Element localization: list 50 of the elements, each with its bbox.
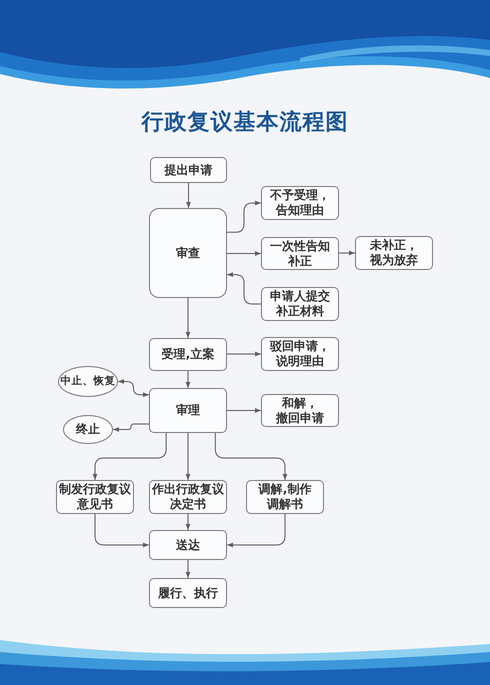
step-label: 作出行政复议决定书 [150, 482, 225, 512]
arrow [226, 200, 262, 233]
arrow [186, 560, 190, 578]
step-label: 受理,立案 [162, 347, 214, 362]
step-label: 中止、恢复 [60, 374, 116, 389]
arrow [226, 408, 262, 413]
step-label: 提出申请 [164, 162, 212, 178]
arrow [112, 424, 150, 432]
step-label: 不予受理，告知理由 [268, 188, 331, 218]
oval-node [63, 415, 113, 444]
process-box [149, 578, 227, 608]
process-box [261, 394, 339, 427]
arrow [186, 514, 190, 530]
process-box [150, 157, 227, 183]
step-label: 审查 [176, 246, 200, 260]
arrow [94, 514, 150, 548]
arrow [226, 272, 262, 304]
process-box [261, 186, 339, 220]
process-box [246, 480, 324, 514]
step-label: 和解，撤回申请 [274, 396, 325, 426]
arrow [186, 298, 190, 338]
step-label: 未补正，视为放弃 [368, 238, 419, 268]
arrow [186, 370, 190, 388]
step-label: 驳回申请，说明理由 [268, 339, 331, 369]
process-box [261, 287, 339, 321]
step-label: 调解,制作调解书 [257, 482, 312, 512]
title: 行政复议基本流程图 [142, 108, 348, 136]
arrow [186, 182, 191, 208]
step-label: 制发行政复议意见书 [58, 482, 132, 512]
step-label: 履行、执行 [158, 586, 218, 600]
process-box [149, 388, 227, 433]
step-label: 终止 [76, 422, 100, 437]
process-box [261, 337, 339, 371]
process-box [149, 530, 227, 560]
step-label: 审理 [176, 403, 200, 418]
step-label: 送达 [176, 538, 200, 552]
process-box [149, 208, 227, 298]
arrow [226, 514, 286, 548]
arrow [92, 432, 167, 480]
process-box [149, 338, 227, 371]
step-label: 一次性告知补正 [269, 238, 331, 268]
arrow [186, 432, 190, 480]
process-box [261, 237, 339, 270]
arrow [226, 251, 262, 256]
step-label: 申请人提交补正材料 [269, 289, 331, 319]
arrow [338, 250, 356, 256]
arrow [226, 352, 262, 356]
process-box [355, 236, 433, 270]
arrow [214, 432, 288, 480]
double-arrow [118, 379, 150, 398]
